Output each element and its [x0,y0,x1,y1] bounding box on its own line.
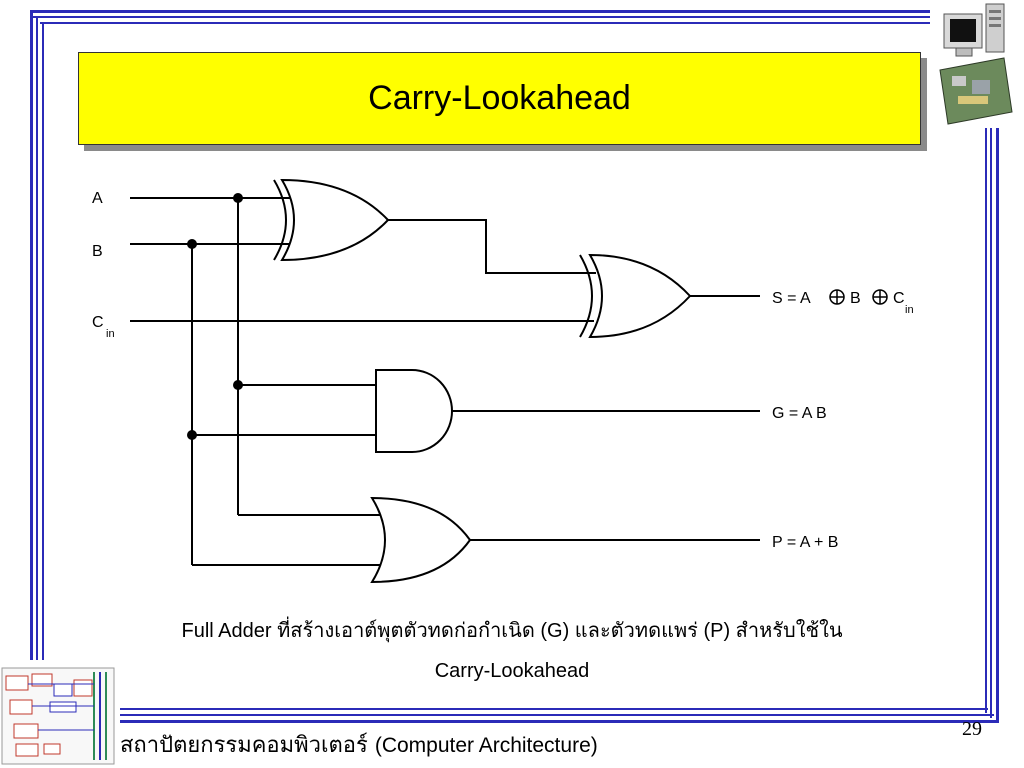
frame-bottom-line-1 [120,708,988,710]
label-input-a: A [92,190,103,207]
xor-gate-2 [579,253,692,339]
frame-left-line-3 [42,22,44,660]
label-output-s-c: C [893,290,905,307]
frame-top-line-3 [40,22,930,24]
xor-symbol-icon [872,289,888,305]
caption-line-2: Carry-Lookahead [434,660,590,682]
footer-english: (Computer Architecture) [374,734,598,757]
label-output-s-c-subscript: in [905,304,914,316]
frame-top-line-2 [30,16,930,18]
junction-b-top [187,239,197,249]
frame-left-line-1 [30,10,33,660]
xor-symbol-icon [829,289,845,305]
title-box: Carry-Lookahead [78,52,921,145]
and-gate [375,369,453,453]
page-number: 29 [962,718,982,740]
label-input-c-subscript: in [106,328,115,340]
frame-top-line-1 [30,10,930,13]
slide-title: Carry-Lookahead [368,79,631,117]
or-gate [370,496,472,584]
footer-course-title: สถาปัตยกรรมคอมพิวเตอร์ (Computer Archite… [120,727,598,762]
frame-bottom-line-2 [120,714,994,716]
junction-a-top [233,193,243,203]
label-input-b: B [92,243,103,260]
label-output-s: S = A [772,290,811,307]
label-input-c: C [92,314,104,331]
label-output-p: P = A + B [772,534,838,551]
label-output-s-b: B [850,290,861,307]
footer-thai: สถาปัตยกรรมคอมพิวเตอร์ [120,733,368,758]
xor-gate-1 [273,178,390,262]
label-output-g: G = A B [772,405,827,422]
frame-right-line-1 [985,128,987,713]
frame-bottom-line-3 [120,720,999,723]
frame-right-line-2 [990,128,992,718]
frame-right-line-3 [996,128,999,723]
wire-xor1-out [388,219,596,274]
caption-line-1: Full Adder ที่สร้างเอาต์พุตตัวทดก่อกำเนิ… [181,620,843,642]
frame-left-line-2 [36,16,38,660]
